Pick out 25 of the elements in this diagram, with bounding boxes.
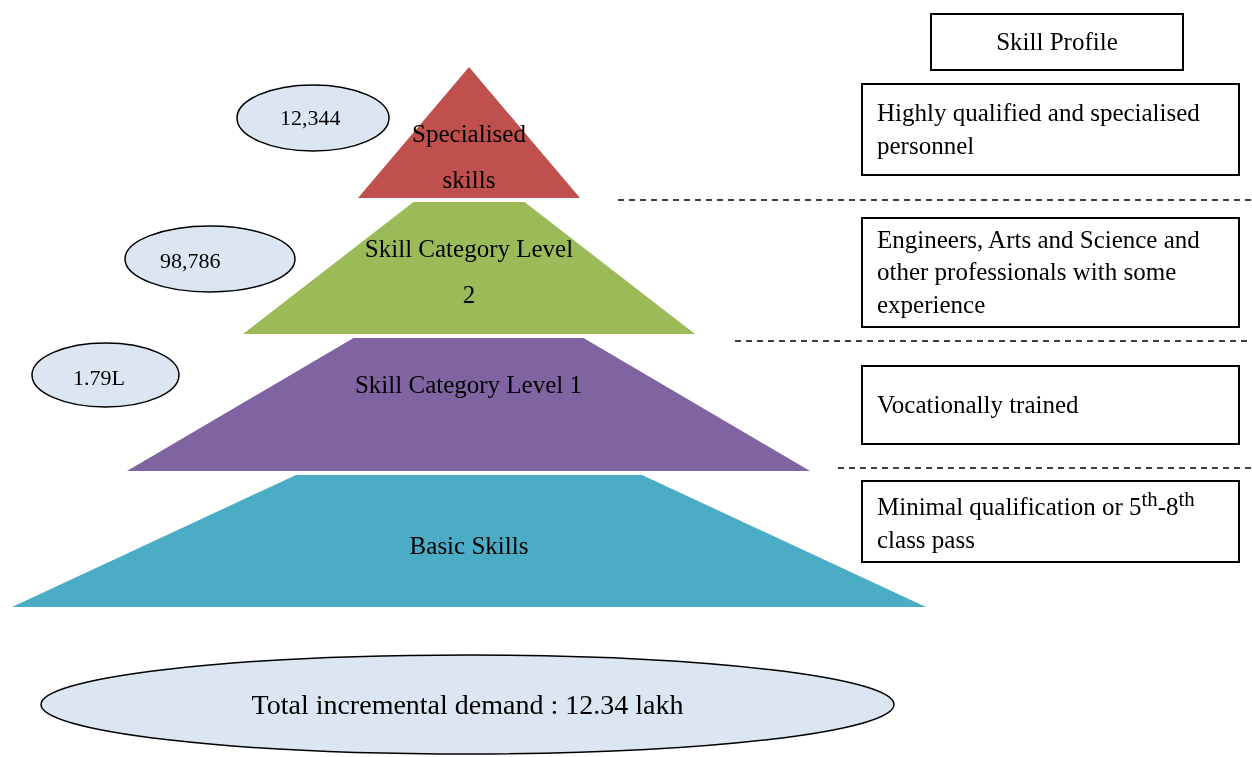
tier-label: Skill Category Level 1 [353, 370, 583, 400]
description-text: Vocationally trained [877, 389, 1079, 420]
text-box [861, 480, 1240, 563]
pyramid-tier [127, 338, 810, 471]
value-label: 12,344 [280, 104, 341, 132]
pyramid-tier [358, 67, 580, 198]
description-text: Skill Profile [996, 26, 1118, 57]
description-text: Minimal qualification or 5$^{th}$-8$^{th}$ class pass [877, 486, 1196, 556]
text-box [861, 217, 1240, 328]
tier-label: Skill Category Level 2 [363, 234, 575, 311]
tier-label: Specialised skills [411, 119, 527, 196]
value-label: 1.79L [73, 364, 125, 392]
text-box [930, 13, 1184, 71]
description-text: Highly qualified and specialised personnel [877, 98, 1201, 161]
value-label: Total incremental demand : 12.34 lakh [250, 687, 685, 722]
value-label: 98,786 [160, 247, 221, 275]
pyramid-tier [243, 202, 695, 334]
value-ellipse [31, 342, 180, 408]
value-ellipse [124, 225, 296, 293]
text-box [861, 83, 1240, 176]
description-text: Engineers, Arts and Science and other professionals with some experience [877, 224, 1201, 320]
text-box [861, 365, 1240, 445]
value-ellipse [40, 654, 895, 755]
value-ellipse [236, 84, 390, 152]
tier-label: Basic Skills [408, 531, 530, 561]
